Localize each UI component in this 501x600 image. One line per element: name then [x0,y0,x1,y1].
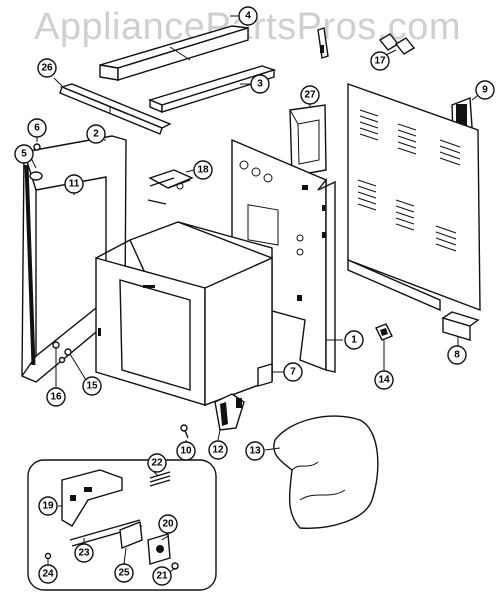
callouts: 1 2 3 4 5 6 7 8 9 10 11 12 13 14 15 16 1… [14,6,495,586]
callout-10: 10 [176,440,196,461]
callout-2: 2 [86,124,106,144]
callout-9: 9 [471,80,495,101]
part-27-window-panel [289,104,327,177]
svg-text:5: 5 [21,149,27,160]
callout-20: 20 [158,514,178,541]
svg-text:19: 19 [42,501,54,512]
callout-19: 19 [38,496,62,516]
callout-26: 26 [37,58,63,87]
svg-text:13: 13 [249,446,261,457]
svg-text:7: 7 [290,367,296,378]
callout-7: 7 [272,362,303,382]
svg-text:2: 2 [93,129,99,140]
callout-23: 23 [74,538,94,563]
inset-box [27,459,217,591]
rear-louvered-panel [347,83,481,312]
svg-text:14: 14 [378,375,390,386]
svg-text:17: 17 [374,56,386,67]
svg-text:23: 23 [78,548,90,559]
svg-text:11: 11 [69,179,80,190]
svg-text:10: 10 [180,446,192,457]
small-screws [29,143,72,364]
part-8-bracket [441,311,480,341]
part-14-clip [375,323,393,341]
svg-text:16: 16 [50,392,62,403]
part-3-strip [147,65,277,114]
callout-21: 21 [152,566,176,586]
svg-text:9: 9 [482,85,488,96]
callout-27: 27 [300,85,320,107]
callout-1: 1 [326,330,364,350]
callout-6: 6 [27,118,47,142]
part-12-hinge [214,393,245,431]
callout-3: 3 [240,74,270,94]
callout-18: 18 [185,160,213,180]
part-26-strip [59,83,172,135]
svg-text:12: 12 [212,445,224,456]
callout-25: 25 [114,547,134,583]
svg-text:6: 6 [34,123,40,134]
svg-text:20: 20 [162,519,174,530]
callout-11: 11 [64,174,84,195]
svg-text:24: 24 [42,569,54,580]
callout-22: 22 [147,453,167,477]
svg-text:1: 1 [351,335,357,346]
svg-text:18: 18 [197,165,209,176]
callout-13: 13 [245,441,281,461]
svg-text:15: 15 [86,381,98,392]
part-4-top-bracket [99,25,249,81]
side-panel [231,138,336,373]
callout-15: 15 [69,353,102,396]
callout-5: 5 [14,144,37,169]
svg-text:21: 21 [156,571,168,582]
oven-cavity [95,221,273,407]
svg-text:4: 4 [245,11,251,22]
callout-17: 17 [370,49,397,71]
part-18-assembly [147,169,194,205]
part-13-insulation [273,415,379,529]
svg-text:22: 22 [151,458,163,469]
svg-text:26: 26 [41,63,53,74]
callout-12: 12 [208,429,228,460]
callout-16: 16 [46,348,66,407]
callout-8: 8 [447,336,467,365]
svg-text:3: 3 [257,79,263,90]
part-17-connectors [317,27,416,59]
callout-24: 24 [38,559,58,584]
part-10-screw [180,424,189,439]
svg-text:8: 8 [454,350,460,361]
callout-4: 4 [230,6,258,26]
svg-text:27: 27 [304,90,316,101]
svg-text:25: 25 [118,568,130,579]
part-7-clip [257,363,273,387]
callout-14: 14 [374,340,394,390]
